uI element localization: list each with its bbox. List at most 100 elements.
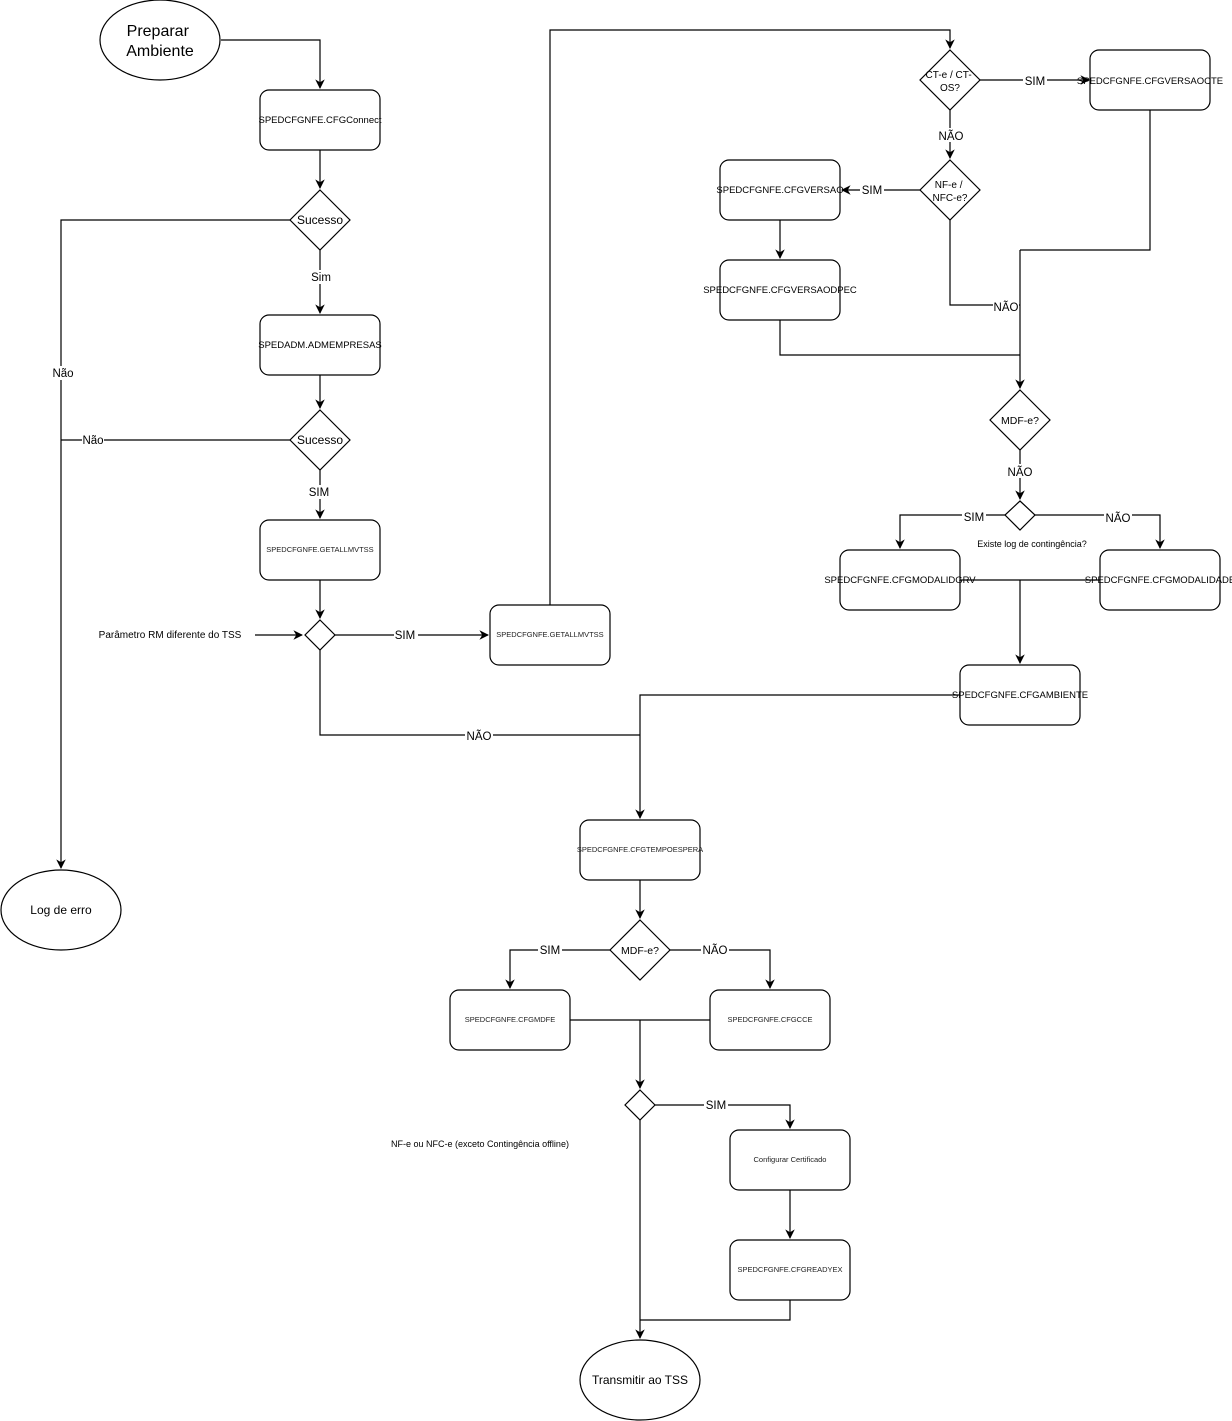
edge-label-text: SIM (1025, 76, 1045, 88)
annotations: Parâmetro RM diferente do TSS Existe log… (99, 539, 1087, 1149)
edge-label-mdfe1-nao: NÃO (1006, 464, 1034, 479)
node-cfgmdfe-label: SPEDCFGNFE.CFGMDFE (465, 1015, 555, 1024)
node-start-line1: Preparar (127, 23, 190, 40)
edge-label-text: SIM (706, 1100, 726, 1112)
node-param-diamond[interactable] (304, 619, 336, 651)
edge-label-conting-sim: SIM (962, 509, 986, 524)
node-cfgversao-label: SPEDCFGNFE.CFGVERSAO (716, 185, 843, 196)
node-log-erro-label: Log de erro (30, 903, 92, 917)
node-transmitir[interactable]: Transmitir ao TSS (579, 1339, 701, 1421)
node-getallmvtss2[interactable]: SPEDCFGNFE.GETALLMVTSS (489, 604, 611, 666)
node-cfgmdfe[interactable]: SPEDCFGNFE.CFGMDFE (449, 989, 571, 1051)
node-start[interactable]: Preparar Ambiente (99, 0, 221, 81)
edge-label-text: Sim (311, 272, 331, 284)
edge-sucesso1-to-log (56, 219, 290, 869)
node-cfgtempoespera[interactable]: SPEDCFGNFE.CFGTEMPOESPERA (577, 819, 703, 881)
edge-mdfe2-sim (505, 949, 610, 989)
edge-label-text: SIM (395, 630, 415, 642)
node-contingencia-diamond[interactable] (1004, 500, 1036, 531)
edge-label-sucesso1-sim: Sim (310, 270, 331, 284)
edge-label-mdfe2-sim: SIM (538, 943, 562, 957)
node-cfgconnect[interactable]: SPEDCFGNFE.CFGConnect (259, 89, 382, 151)
edge-offline-sim (655, 1104, 795, 1129)
node-configurar-certificado-label: Configurar Certificado (754, 1155, 827, 1164)
node-cfgmodalidade[interactable]: SPEDCFGNFE.CFGMODALIDADE (1085, 549, 1232, 611)
node-sucesso1[interactable]: Sucesso (289, 189, 351, 251)
node-admempresas[interactable]: SPEDADM.ADMEMPRESAS (258, 314, 382, 376)
edge-label-text: NÃO (1008, 466, 1033, 479)
edge-label-text: NÃO (467, 730, 492, 743)
node-cfgversaocte[interactable]: SPEDCFGNFE.CFGVERSAOCTE (1077, 49, 1223, 111)
edge-label-text: NÃO (1106, 512, 1131, 525)
edge-label-text: NÃO (703, 944, 728, 957)
edge-label-nfe-sim: SIM (860, 183, 884, 197)
edge-conting-nao (1035, 514, 1165, 549)
node-start-label: Preparar Ambiente (126, 23, 194, 60)
edge-readyex-to-transmitir (640, 1300, 791, 1321)
node-nfe-line2: NFC-e? (932, 193, 967, 204)
edge-nfe-nao (949, 220, 1020, 306)
edge-cfgversaocte-down (1020, 110, 1151, 251)
node-sucesso2[interactable]: Sucesso (289, 409, 351, 471)
node-cte-label: CT-e / CT- OS? (926, 70, 975, 94)
node-cfgmodalidade-label: SPEDCFGNFE.CFGMODALIDADE (1085, 575, 1232, 586)
node-sucesso2-label: Sucesso (297, 433, 343, 447)
node-mdfe-diamond2[interactable]: MDF-e? (609, 919, 671, 981)
node-sucesso1-label: Sucesso (297, 213, 343, 227)
node-cfgcce[interactable]: SPEDCFGNFE.CFGCCE (709, 989, 831, 1051)
edge-label-text: SIM (540, 945, 560, 957)
edge-label-param-nao: NÃO (465, 728, 493, 743)
node-cfgambiente[interactable]: SPEDCFGNFE.CFGAMBIENTE (952, 664, 1088, 726)
edge-label-cte-nao: NÃO (937, 128, 965, 143)
node-cfgversaodpec-label: SPEDCFGNFE.CFGVERSAODPEC (703, 285, 857, 296)
node-log-erro[interactable]: Log de erro (0, 869, 122, 951)
edge-label-cte-sim: SIM (1023, 73, 1047, 88)
edge-label-text: Não (82, 435, 103, 447)
node-cte-line2: OS? (940, 83, 960, 94)
edge-label-text: NÃO (939, 130, 964, 143)
node-getallmvtss2-label: SPEDCFGNFE.GETALLMVTSS (496, 630, 603, 639)
edge-label-sucesso1-nao: Não (50, 366, 74, 380)
edge-label-text: Não (52, 368, 73, 380)
node-mdfe2-label: MDF-e? (621, 945, 659, 957)
node-cfgambiente-label: SPEDCFGNFE.CFGAMBIENTE (952, 690, 1088, 701)
node-start-line2: Ambiente (126, 43, 194, 60)
edge-param-nao (319, 650, 640, 736)
node-cte-line1: CT-e / CT- (926, 70, 972, 81)
node-nfe-offline-diamond[interactable] (624, 1089, 656, 1121)
edge-labels: Sim Não SIM Não SIM NÃO SIM NÃO SIM NÃO … (50, 73, 1132, 1112)
node-getallmvtss1-label: SPEDCFGNFE.GETALLMVTSS (266, 545, 373, 554)
node-cfgreadyex[interactable]: SPEDCFGNFE.CFGREADYEX (729, 1239, 851, 1301)
node-cfgconnect-label: SPEDCFGNFE.CFGConnect (259, 115, 382, 126)
edge-getallmvtss2-to-cte (549, 29, 955, 605)
node-getallmvtss1[interactable]: SPEDCFGNFE.GETALLMVTSS (259, 519, 381, 581)
node-mdfe-diamond1[interactable]: MDF-e? (989, 389, 1051, 451)
node-cfgmodalidgrv-label: SPEDCFGNFE.CFGMODALIDGRV (824, 575, 976, 586)
node-cfgversaocte-label: SPEDCFGNFE.CFGVERSAOCTE (1077, 76, 1223, 87)
node-cfgreadyex-label: SPEDCFGNFE.CFGREADYEX (737, 1265, 842, 1274)
node-cte-diamond[interactable]: CT-e / CT- OS? (919, 49, 981, 111)
node-nfe-line1: NF-e / (935, 180, 963, 191)
node-cfgmodalidgrv[interactable]: SPEDCFGNFE.CFGMODALIDGRV (824, 549, 976, 611)
edge-label-nfe-nao: NÃO (993, 300, 1019, 314)
node-nfe-label: NF-e / NFC-e? (932, 180, 967, 204)
node-nfe-diamond[interactable]: NF-e / NFC-e? (919, 159, 981, 221)
node-cfgtempoespera-label: SPEDCFGNFE.CFGTEMPOESPERA (577, 845, 703, 854)
node-admempresas-label: SPEDADM.ADMEMPRESAS (258, 340, 382, 351)
node-cfgversaodpec[interactable]: SPEDCFGNFE.CFGVERSAODPEC (703, 259, 857, 321)
edge-ambiente-to-tempoespera (635, 694, 960, 819)
edge-label-text: NÃO (994, 301, 1019, 314)
edge-label-text: SIM (309, 487, 329, 499)
edge-label-param-sim: SIM (394, 628, 418, 642)
annotation-nfe-excecao: NF-e ou NFC-e (exceto Contingência offli… (391, 1139, 569, 1149)
node-mdfe1-label: MDF-e? (1001, 415, 1039, 427)
node-cfgversao[interactable]: SPEDCFGNFE.CFGVERSAO (716, 159, 844, 221)
edge-label-offline-sim: SIM (704, 1098, 728, 1112)
edge-start-to-cfgconnect (221, 39, 325, 89)
edge-label-mdfe2-nao: NÃO (701, 943, 729, 957)
edge-label-conting-nao: NÃO (1104, 510, 1132, 525)
node-configurar-certificado[interactable]: Configurar Certificado (729, 1129, 851, 1191)
edge-label-sucesso2-sim: SIM (308, 485, 330, 499)
